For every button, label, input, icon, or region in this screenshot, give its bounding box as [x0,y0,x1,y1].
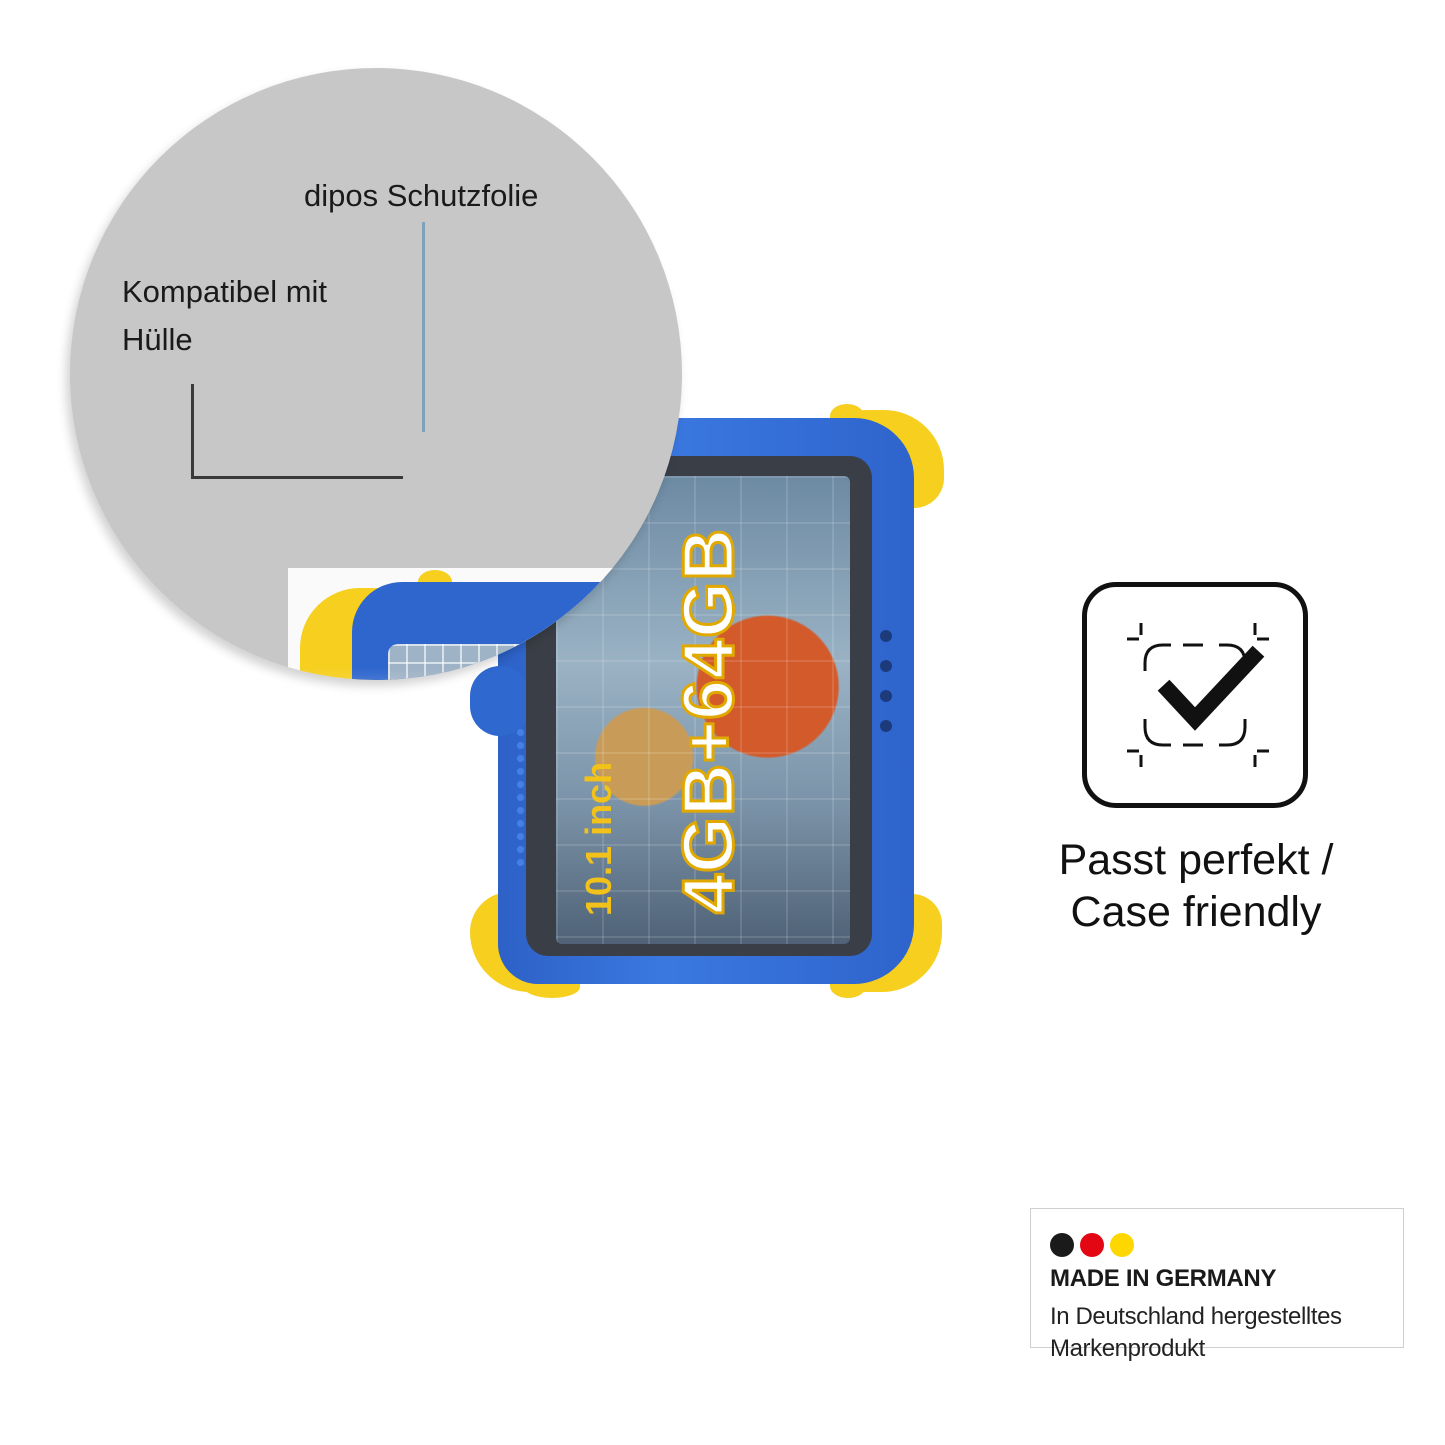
side-button [880,630,892,642]
protector-pointer-line [422,222,425,432]
compatible-pointer-line [191,476,403,479]
compatible-pointer-line [191,384,194,478]
flag-dot-gold [1110,1233,1134,1257]
flag-dot-black [1050,1233,1074,1257]
flag-dot-red [1080,1233,1104,1257]
zoom-fade [288,668,682,680]
side-button [880,690,892,702]
check-in-frame-icon [1082,582,1308,808]
case-friendly-text: Passt perfekt / Case friendly [1058,836,1334,936]
badge-subtitle: In Deutschland hergestelltes Markenprodu… [1050,1303,1342,1362]
side-button [880,720,892,732]
side-button [880,660,892,672]
compatible-label: Kompatibel mit Hülle [122,274,328,357]
zoom-detail-circle: dipos Schutzfolie Kompatibel mit Hülle [70,68,682,680]
zoomed-tablet-corner [288,568,682,680]
protector-label: dipos Schutzfolie [304,178,539,213]
screen-size-text: 10.1 inch [578,761,619,916]
made-in-germany-badge: MADE IN GERMANY In Deutschland hergestel… [1030,1208,1404,1362]
badge-title: MADE IN GERMANY [1050,1265,1277,1292]
